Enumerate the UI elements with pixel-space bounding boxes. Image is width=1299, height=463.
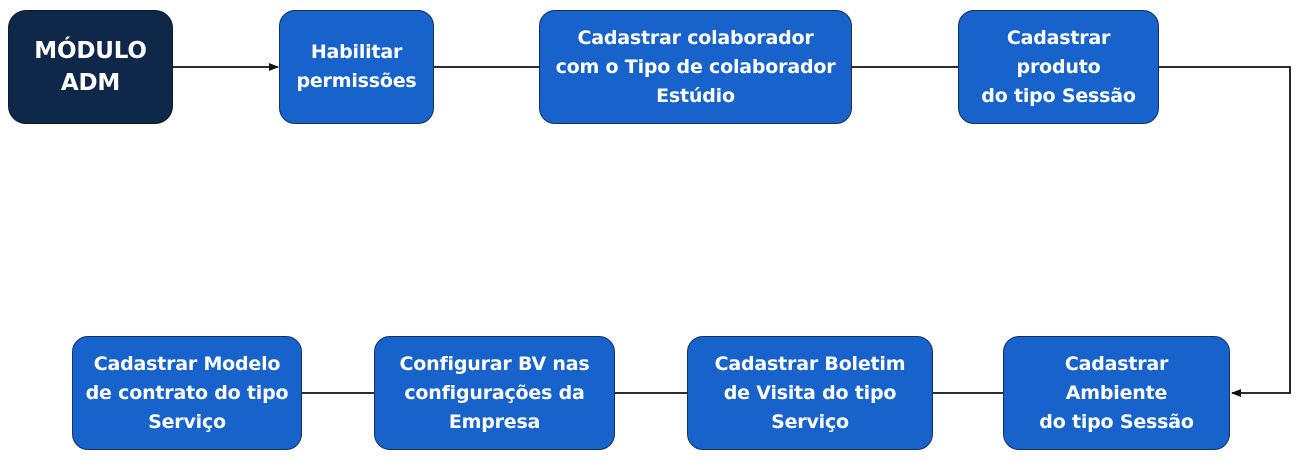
node-cadastrar-boletim: Cadastrar Boletim de Visita do tipo Serv…	[687, 336, 933, 450]
connector-produto-ambiente	[1159, 66, 1291, 397]
node-configurar-bv: Configurar BV nas configurações da Empre…	[374, 336, 615, 450]
node-cadastrar-ambiente: Cadastrar Ambiente do tipo Sessão	[1003, 336, 1230, 450]
node-cadastrar-modelo-contrato: Cadastrar Modelo de contrato do tipo Ser…	[72, 336, 302, 450]
node-cadastrar-produto: Cadastrar produto do tipo Sessão	[958, 10, 1159, 124]
node-habilitar-permissoes: Habilitar permissões	[279, 10, 434, 124]
node-modulo-adm: MÓDULO ADM	[8, 10, 173, 124]
node-cadastrar-colaborador: Cadastrar colaborador com o Tipo de cola…	[539, 10, 852, 124]
